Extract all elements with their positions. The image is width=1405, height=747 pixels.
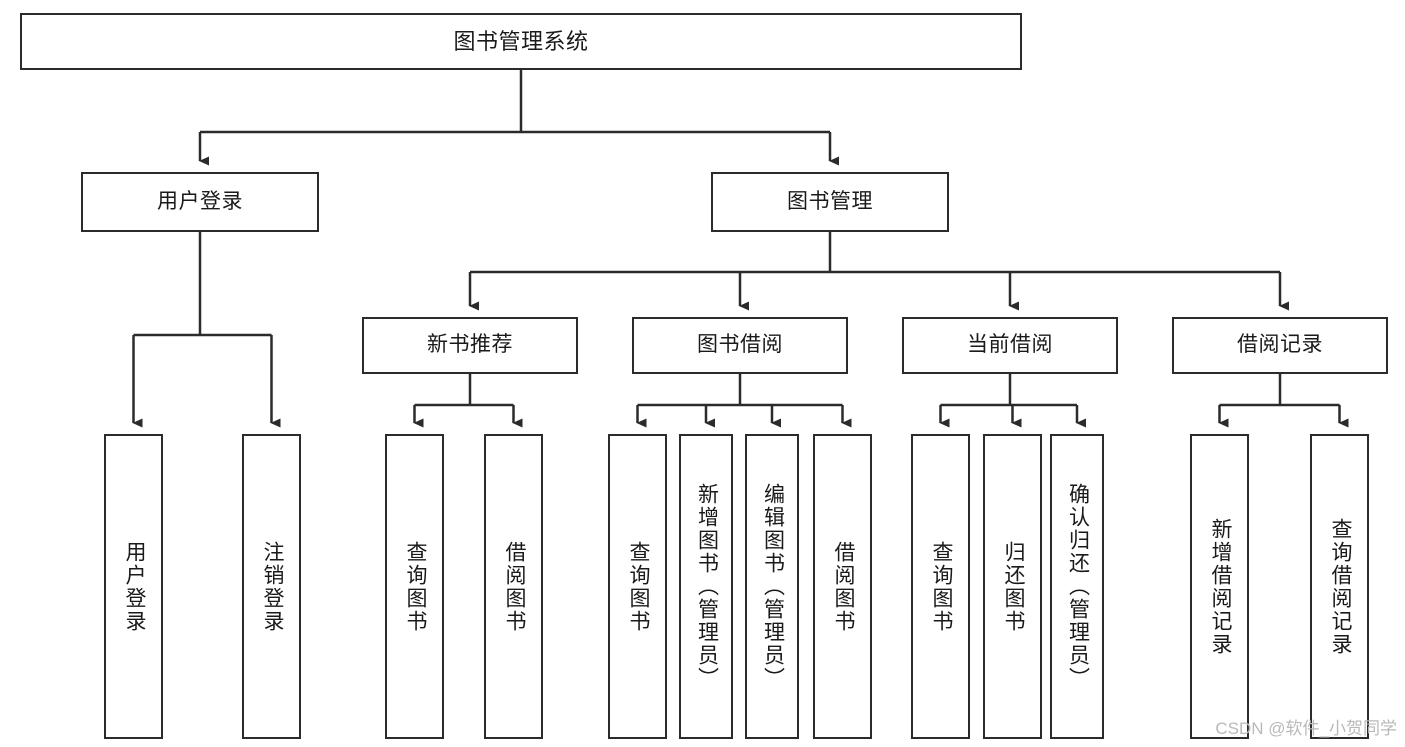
node-label-leaf-bor-edit: 编辑图书（管理员） bbox=[761, 483, 785, 690]
node-label-leaf-login-in: 用户登录 bbox=[122, 540, 146, 633]
node-label-leaf-cur-return: 归还图书 bbox=[1001, 540, 1025, 633]
node-borrow[interactable]: 图书借阅 bbox=[632, 317, 848, 374]
csdn-watermark: CSDN @软件_小贺同学 bbox=[1215, 719, 1397, 738]
node-label-leaf-bor-lend: 借阅图书 bbox=[831, 540, 855, 633]
node-leaf-login-in[interactable]: 用户登录 bbox=[104, 434, 163, 739]
node-leaf-bor-lend[interactable]: 借阅图书 bbox=[813, 434, 872, 739]
node-label-leaf-login-out: 注销登录 bbox=[260, 540, 284, 633]
node-leaf-rec-add[interactable]: 新增借阅记录 bbox=[1190, 434, 1249, 739]
node-label-leaf-rec-add: 新增借阅记录 bbox=[1208, 517, 1232, 656]
node-label-leaf-bor-add: 新增图书（管理员） bbox=[695, 483, 719, 690]
node-leaf-cur-query[interactable]: 查询图书 bbox=[911, 434, 970, 739]
node-leaf-bor-query[interactable]: 查询图书 bbox=[608, 434, 667, 739]
node-leaf-cur-return[interactable]: 归还图书 bbox=[983, 434, 1042, 739]
node-leaf-rec-query[interactable]: 查询借阅记录 bbox=[1310, 434, 1369, 739]
node-label-current: 当前借阅 bbox=[967, 333, 1053, 357]
node-newbook[interactable]: 新书推荐 bbox=[362, 317, 578, 374]
node-leaf-cur-conf[interactable]: 确认归还（管理员） bbox=[1050, 434, 1104, 739]
node-bookmgmt[interactable]: 图书管理 bbox=[711, 172, 949, 232]
node-leaf-bor-add[interactable]: 新增图书（管理员） bbox=[679, 434, 733, 739]
node-label-leaf-new-borrow: 借阅图书 bbox=[502, 540, 526, 633]
node-label-leaf-rec-query: 查询借阅记录 bbox=[1328, 517, 1352, 656]
node-leaf-new-query[interactable]: 查询图书 bbox=[385, 434, 444, 739]
node-leaf-bor-edit[interactable]: 编辑图书（管理员） bbox=[745, 434, 799, 739]
node-label-records: 借阅记录 bbox=[1237, 333, 1323, 357]
node-leaf-login-out[interactable]: 注销登录 bbox=[242, 434, 301, 739]
node-label-login: 用户登录 bbox=[157, 189, 243, 213]
node-label-leaf-new-query: 查询图书 bbox=[403, 540, 427, 633]
node-label-leaf-bor-query: 查询图书 bbox=[626, 540, 650, 633]
node-label-leaf-cur-query: 查询图书 bbox=[929, 540, 953, 633]
node-label-leaf-cur-conf: 确认归还（管理员） bbox=[1066, 483, 1090, 690]
node-label-root: 图书管理系统 bbox=[453, 28, 589, 54]
node-login[interactable]: 用户登录 bbox=[81, 172, 319, 232]
node-leaf-new-borrow[interactable]: 借阅图书 bbox=[484, 434, 543, 739]
node-label-bookmgmt: 图书管理 bbox=[787, 189, 873, 213]
node-label-borrow: 图书借阅 bbox=[697, 333, 783, 357]
node-root[interactable]: 图书管理系统 bbox=[20, 13, 1022, 70]
node-records[interactable]: 借阅记录 bbox=[1172, 317, 1388, 374]
node-current[interactable]: 当前借阅 bbox=[902, 317, 1118, 374]
node-label-newbook: 新书推荐 bbox=[427, 333, 513, 357]
